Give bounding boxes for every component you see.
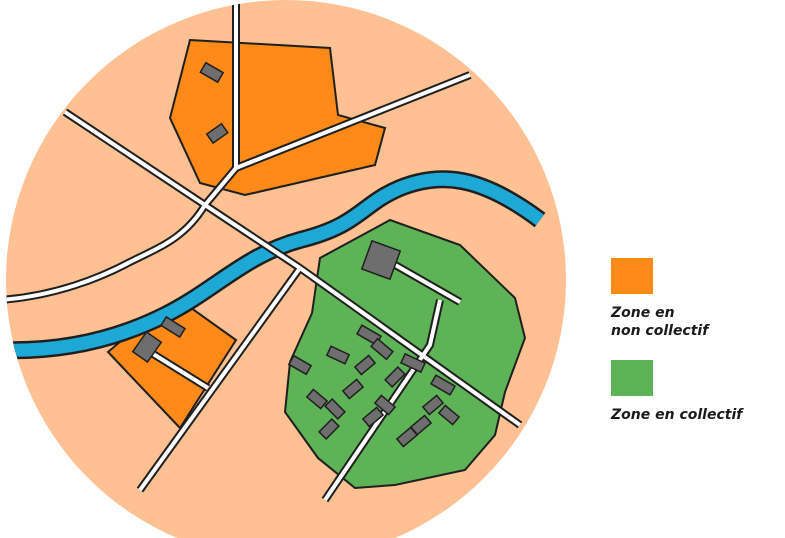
building	[373, 394, 397, 416]
building	[395, 426, 419, 448]
zone-non-collectif-top	[168, 38, 387, 197]
building	[159, 315, 187, 339]
building	[421, 394, 445, 416]
legend-label-collectif: Zone en collectif	[611, 407, 743, 423]
building	[341, 378, 365, 400]
building	[305, 388, 329, 410]
building	[318, 418, 340, 440]
building	[360, 239, 402, 281]
building	[205, 122, 229, 145]
building	[361, 406, 385, 428]
building	[131, 330, 163, 364]
building	[399, 352, 427, 374]
building	[324, 398, 346, 420]
building	[384, 366, 406, 388]
buildings	[131, 61, 461, 448]
building	[353, 354, 377, 376]
green-square-swatch-icon	[611, 360, 653, 396]
building	[287, 354, 313, 376]
legend-label-non-collectif-line2: non collectif	[611, 323, 709, 339]
building	[199, 61, 225, 84]
legend-label-non-collectif-line1: Zone en	[611, 305, 675, 321]
building	[370, 337, 394, 361]
building	[429, 374, 457, 396]
orange-square-swatch-icon	[611, 258, 653, 294]
building	[325, 345, 351, 365]
building	[437, 404, 461, 426]
